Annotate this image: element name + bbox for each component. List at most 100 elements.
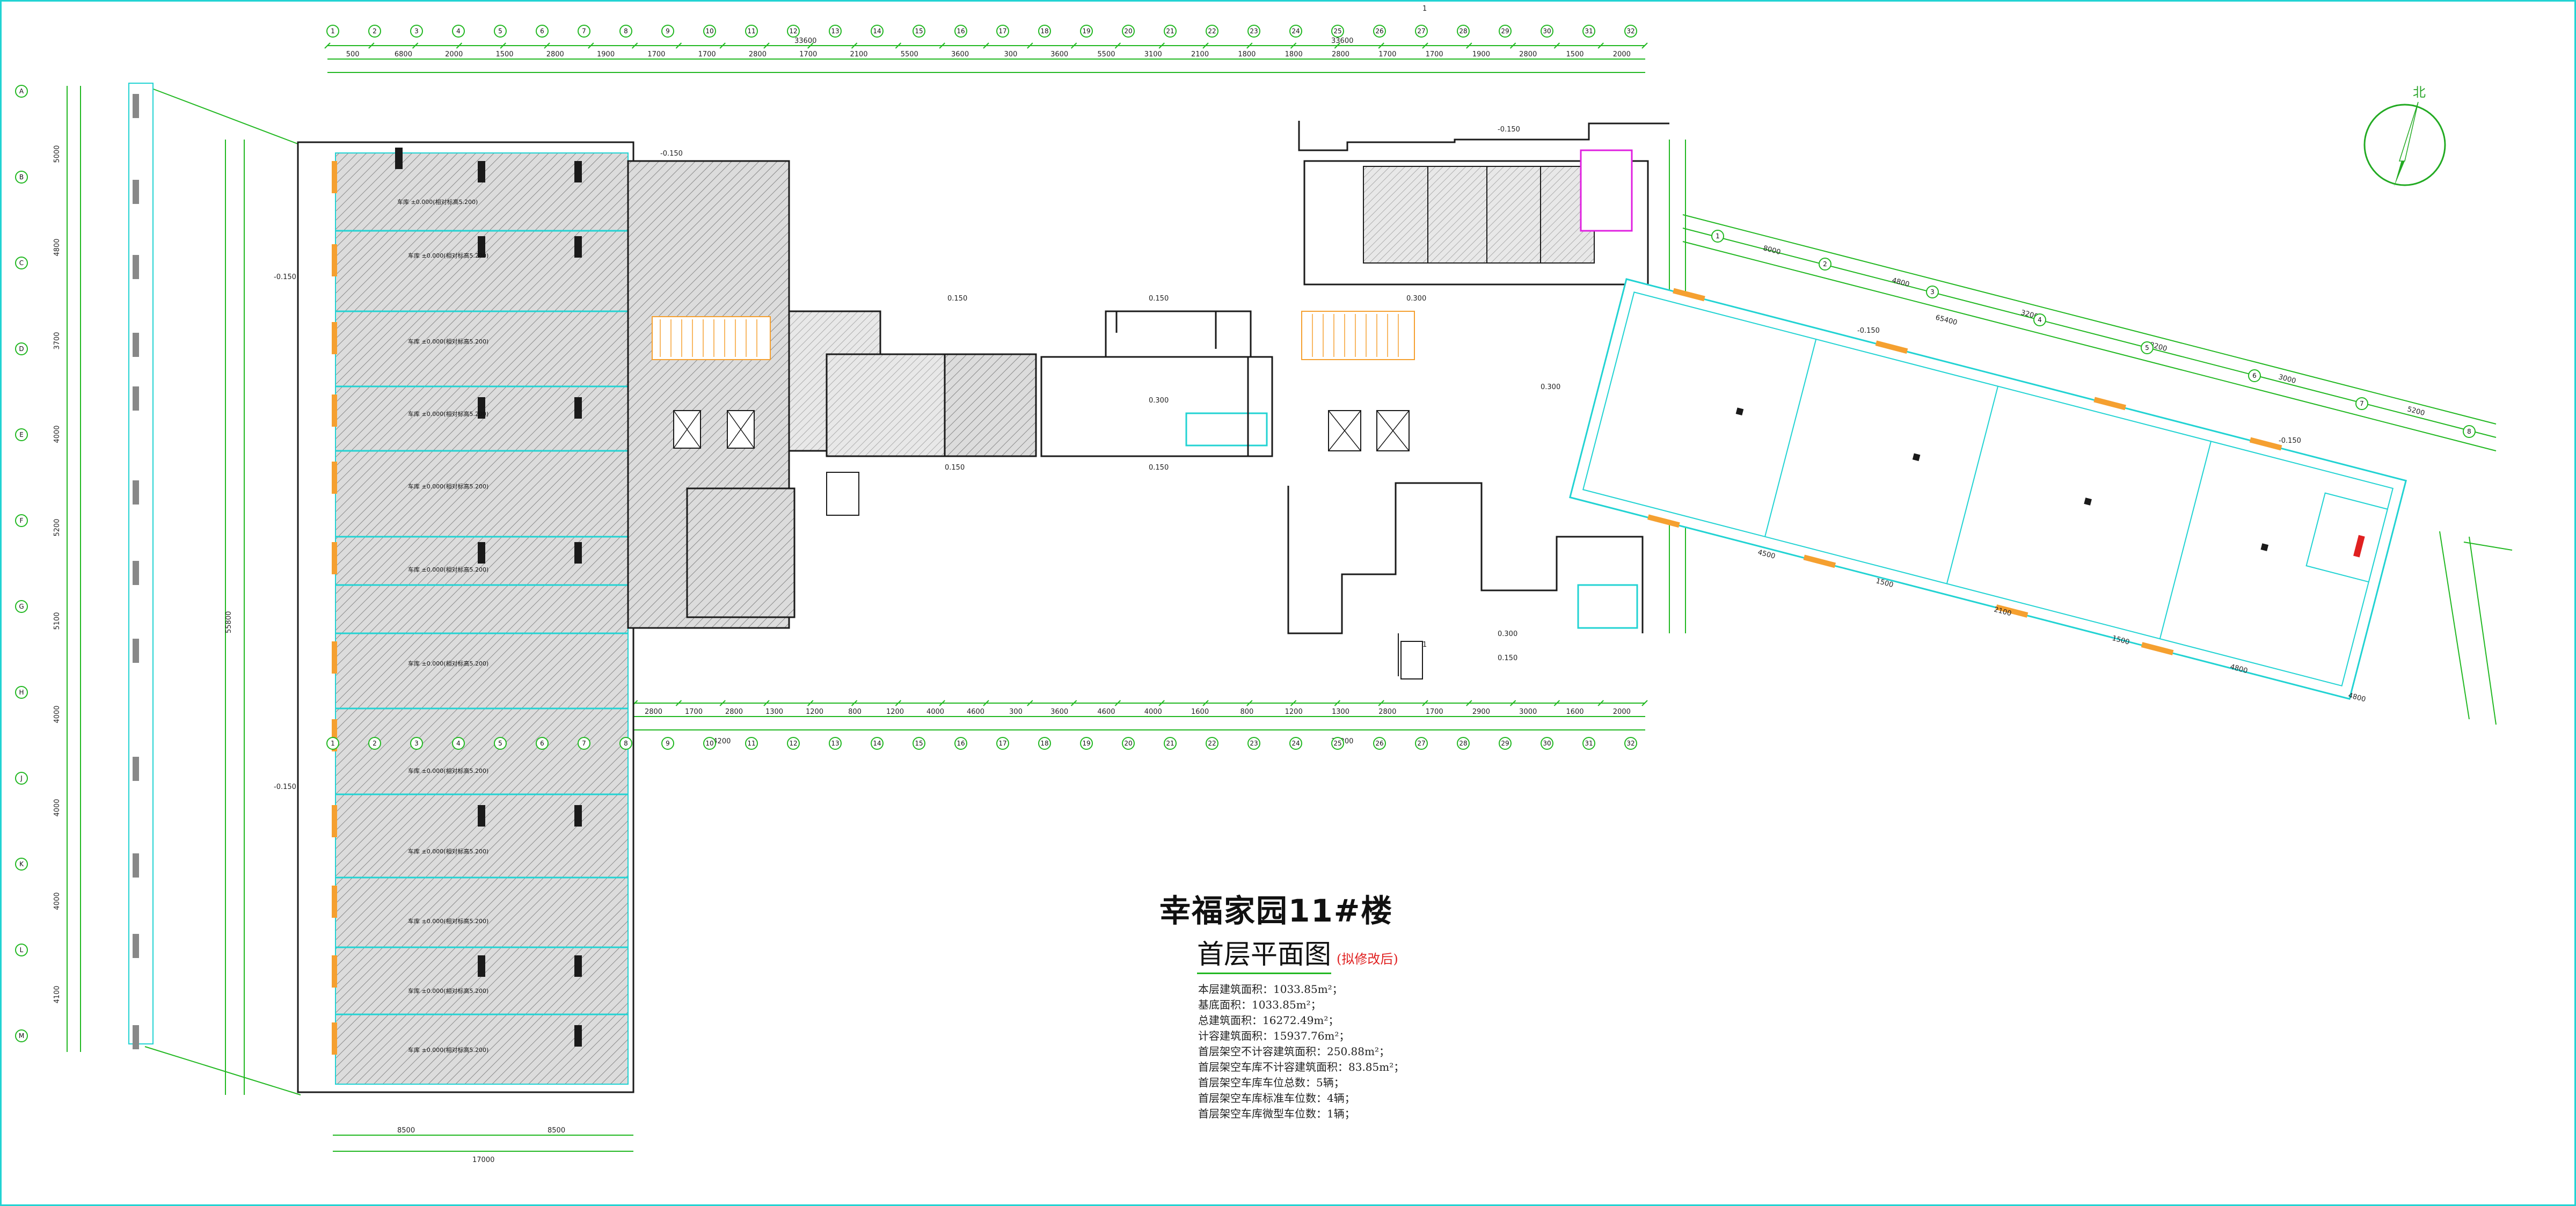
area-line: 总建筑面积：16272.49m²； (1198, 1014, 1339, 1027)
axis-label: M (19, 1032, 24, 1040)
axis-label: 11 (747, 740, 755, 747)
axis-bubble: 24 (1289, 25, 1302, 38)
dimension-value: 1200 (1285, 708, 1303, 716)
dimension-value: 2100 (1191, 50, 1209, 59)
dimension-value: 3600 (1050, 708, 1068, 716)
axis-bubble: 4 (452, 25, 465, 38)
dimension-value: 1200 (886, 708, 904, 716)
left-core-block (627, 160, 1037, 629)
dim-bottom-wing-half-b: 8500 (548, 1127, 565, 1135)
axis-bubble: 2 (1819, 258, 1831, 271)
north-arrow-icon: 北 (2363, 85, 2446, 187)
axis-label: G (19, 603, 24, 610)
dimension-value: 800 (1240, 708, 1253, 716)
level-mark: -0.150 (274, 273, 296, 281)
dimension-value: 1700 (1426, 50, 1443, 59)
dimension-value: 4800 (53, 238, 61, 256)
axis-bubble: 11 (745, 25, 758, 38)
dimension-value: 2100 (850, 50, 867, 59)
axis-bubble: 16 (954, 25, 967, 38)
svg-text:车库 ±0.000(相对标高5.200): 车库 ±0.000(相对标高5.200) (408, 660, 488, 667)
axis-label: 6 (540, 740, 544, 747)
axis-bubble: A (15, 85, 28, 98)
axis-label: 32 (1626, 740, 1634, 747)
dimension-value: 6800 (395, 50, 412, 59)
svg-text:车库 ±0.000(相对标高5.200): 车库 ±0.000(相对标高5.200) (408, 483, 488, 490)
axis-label: 5 (2145, 344, 2149, 352)
dimension-value: 4600 (967, 708, 984, 716)
axis-bubble: 32 (1624, 737, 1637, 750)
axis-label: 31 (1585, 740, 1593, 747)
drawing-title: 幸福家园11#楼 (1159, 893, 1393, 929)
axis-label: D (19, 345, 24, 353)
right-core-block (1287, 121, 1669, 679)
axis-bubble: 11 (745, 737, 758, 750)
level-mark: 0.150 (947, 295, 967, 303)
axis-bubble: 15 (913, 737, 925, 750)
dim-left-overall: 55800 (225, 611, 233, 633)
dimension-value: 2000 (445, 50, 463, 59)
axis-bubble: 8 (619, 737, 632, 750)
dimension-value: 1900 (597, 50, 615, 59)
axis-label: L (20, 946, 24, 954)
dimension-value: 4000 (53, 425, 61, 443)
axis-label: 19 (1082, 740, 1090, 747)
dimension-value: 4000 (926, 708, 944, 716)
axis-label: 30 (1543, 740, 1551, 747)
dimension-value: 1500 (495, 50, 513, 59)
level-mark: 0.150 (1149, 295, 1169, 303)
axis-label: E (19, 431, 24, 438)
dimension-value: 5000 (53, 145, 61, 163)
dimension-value: 300 (1004, 50, 1017, 59)
axis-label: 28 (1459, 27, 1467, 35)
axis-label: 18 (1040, 27, 1048, 35)
axis-bubble: 17 (996, 737, 1009, 750)
dimension-value: 2800 (749, 50, 767, 59)
axis-bubble: 29 (1499, 25, 1512, 38)
axis-label: 12 (789, 27, 797, 35)
dim-bottom-wing-half-a: 8500 (397, 1127, 415, 1135)
axis-bubble: 7 (2355, 397, 2368, 410)
axis-label: 2 (1823, 260, 1827, 268)
axis-bubble: 20 (1122, 25, 1135, 38)
axis-bubble: 1 (326, 25, 339, 38)
svg-text:车库 ±0.000(相对标高5.200): 车库 ±0.000(相对标高5.200) (408, 338, 488, 345)
area-line: 首层架空车库不计容建筑面积：83.85m²； (1198, 1061, 1405, 1073)
dimension-value: 4100 (53, 985, 61, 1003)
axis-label: B (19, 173, 24, 181)
level-mark: 0.150 (1498, 654, 1517, 662)
dimension-value: 1700 (647, 50, 665, 59)
axis-label: 20 (1124, 27, 1132, 35)
axis-label: 30 (1543, 27, 1551, 35)
dimension-value: 1900 (1472, 50, 1490, 59)
section-mark-top: 1 (1422, 5, 1427, 13)
axis-label: 13 (831, 27, 839, 35)
axis-label: 12 (789, 740, 797, 747)
dimension-text-group: 33600 33600 34200 34200 17000 8500 8500 … (225, 5, 1958, 1164)
dimension-value: 1700 (698, 50, 716, 59)
axis-label: 29 (1501, 740, 1509, 747)
dimension-value: 1700 (799, 50, 817, 59)
dimension-value: 3600 (951, 50, 969, 59)
dimension-value: 5500 (901, 50, 918, 59)
level-mark: -0.150 (1857, 327, 1880, 335)
axis-bubble: 2 (368, 737, 381, 750)
axis-bubble: 18 (1038, 25, 1051, 38)
dimension-value: 4800 (2347, 692, 2367, 704)
axis-bubble: 6 (536, 25, 549, 38)
axis-label: 32 (1626, 27, 1634, 35)
dimension-value: 2800 (645, 708, 662, 716)
area-line: 基底面积：1033.85m²； (1198, 998, 1322, 1011)
axis-bubble: 16 (954, 737, 967, 750)
axis-bubble: 2 (368, 25, 381, 38)
dim-top-overall-left: 33600 (794, 37, 816, 45)
axis-label: 22 (1208, 27, 1216, 35)
axis-bubble: 12 (787, 25, 800, 38)
axis-label: 10 (705, 740, 713, 747)
dimension-value: 1600 (1566, 708, 1583, 716)
